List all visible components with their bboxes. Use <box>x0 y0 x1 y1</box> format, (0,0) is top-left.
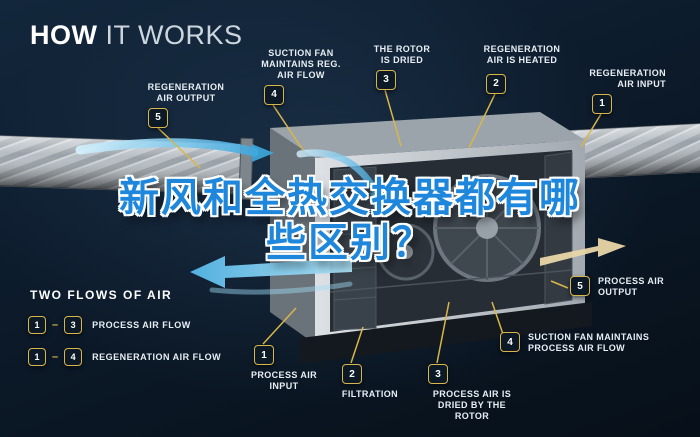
legend-process-air-flow: 1 – 3 PROCESS AIR FLOW <box>28 316 191 334</box>
callout-regeneration-air-heated: REGENERATION AIR IS HEATED 2 <box>478 44 566 94</box>
callout-number-badge: 4 <box>500 332 520 352</box>
callout-number-badge: 4 <box>264 84 284 105</box>
callout-number-badge: 2 <box>342 364 362 384</box>
callout-rotor-is-dried: THE ROTOR IS DRIED 3 <box>368 44 436 90</box>
legend-range-start-badge: 1 <box>28 348 46 366</box>
heater-section <box>544 151 573 305</box>
callout-number-badge: 1 <box>254 345 274 365</box>
callout-label: THE ROTOR IS DRIED <box>373 44 431 65</box>
headline-line-1: 新风和全热交换器都有哪 <box>119 175 581 221</box>
legend-label: REGENERATION AIR FLOW <box>92 352 222 362</box>
callout-suction-fan-process: 4 SUCTION FAN MAINTAINS PROCESS AIR FLOW <box>500 332 650 354</box>
callout-process-air-dried: 3 PROCESS AIR IS DRIED BY THE ROTOR <box>420 364 524 422</box>
process-output-ribbon <box>540 238 626 266</box>
callout-label: SUCTION FAN MAINTAINS PROCESS AIR FLOW <box>528 332 650 353</box>
callout-label: REGENERATION AIR IS HEATED <box>483 44 561 65</box>
callout-regeneration-air-input: REGENERATION AIR INPUT 1 <box>586 68 666 114</box>
legend-range-dash: – <box>52 351 59 363</box>
process-air-ribbon <box>190 256 352 288</box>
callout-number-badge: 3 <box>376 69 396 90</box>
legend-range-start-badge: 1 <box>28 316 46 334</box>
leader-lines <box>157 89 602 364</box>
callout-label: SUCTION FAN MAINTAINS REG. AIR FLOW <box>261 48 341 80</box>
callout-process-air-input: 1 PROCESS AIR INPUT <box>246 345 322 392</box>
machine-left-face <box>270 128 315 344</box>
callout-label: REGENERATION AIR INPUT <box>589 68 666 89</box>
callout-filtration: 2 FILTRATION <box>334 364 406 400</box>
flow-into-machine <box>296 149 382 200</box>
callout-number-badge: 1 <box>592 93 612 114</box>
airflow-ribbons <box>75 138 626 295</box>
callout-number-badge: 3 <box>428 364 448 384</box>
callout-number-badge: 5 <box>570 276 590 296</box>
callout-suction-fan-reg: SUCTION FAN MAINTAINS REG. AIR FLOW 4 <box>256 48 346 105</box>
headline: 新风和全热交换器都有哪 些区别？ <box>40 176 660 266</box>
callout-label: FILTRATION <box>341 389 399 399</box>
title-word-it-works: IT WORKS <box>105 20 243 50</box>
rotor-flow <box>429 199 493 213</box>
regeneration-flow-arrow <box>75 138 259 157</box>
machine-base <box>300 302 592 364</box>
headline-line-2: 些区别？ <box>266 219 434 266</box>
callout-label: PROCESS AIR OUTPUT <box>598 276 665 297</box>
callout-number-badge: 5 <box>148 107 168 128</box>
legend-range-end-badge: 4 <box>64 348 83 366</box>
callout-label: REGENERATION AIR OUTPUT <box>147 82 225 103</box>
legend-title: TWO FLOWS OF AIR <box>30 288 173 302</box>
title-word-how: HOW <box>30 20 98 50</box>
callout-label: PROCESS AIR INPUT <box>250 370 318 391</box>
callout-regeneration-air-output: REGENERATION AIR OUTPUT 5 <box>140 82 232 128</box>
machine-top-face <box>270 112 585 158</box>
callout-label: PROCESS AIR IS DRIED BY THE ROTOR <box>432 389 512 421</box>
legend-range-end-badge: 3 <box>64 316 83 334</box>
legend-regeneration-air-flow: 1 – 4 REGENERATION AIR FLOW <box>28 348 221 366</box>
legend-label: PROCESS AIR FLOW <box>92 320 191 330</box>
callout-number-badge: 2 <box>486 73 506 94</box>
callout-process-air-output: 5 PROCESS AIR OUTPUT <box>570 276 690 298</box>
legend-range-dash: – <box>52 319 59 331</box>
